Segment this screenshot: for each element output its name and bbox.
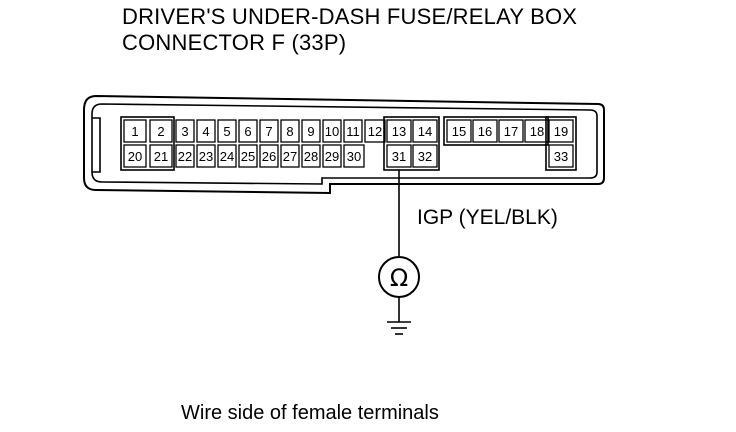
pin-27-cell <box>280 144 300 168</box>
pin-1-label: 1 <box>131 124 138 139</box>
pin-15-label: 15 <box>452 124 466 139</box>
pin-26-cell <box>259 144 279 168</box>
pin-30-cell <box>343 144 365 168</box>
pin-19-cell <box>548 119 574 143</box>
pin-12-label: 12 <box>368 124 382 139</box>
pin-13-cell <box>386 119 412 143</box>
pin-20-cell <box>123 144 147 168</box>
pin-25-cell <box>238 144 258 168</box>
pin-6-label: 6 <box>244 124 251 139</box>
pin-33-cell <box>548 144 574 168</box>
pin-group-left <box>120 116 175 171</box>
connector-housing <box>83 94 605 195</box>
pin-31-cell <box>386 144 412 168</box>
pin-14-label: 14 <box>418 124 432 139</box>
pin-15-cell <box>446 119 472 143</box>
diagram-title-line2: CONNECTOR F (33P) <box>122 30 347 55</box>
pin-26-label: 26 <box>262 149 276 164</box>
diagram-title-line1: DRIVER'S UNDER-DASH FUSE/RELAY BOX <box>122 4 578 29</box>
pin-28-label: 28 <box>304 149 318 164</box>
pin-16-cell <box>472 119 498 143</box>
pin-11-cell <box>343 119 363 143</box>
pin-2-cell <box>149 119 173 143</box>
pin-27-label: 27 <box>283 149 297 164</box>
diagram-caption: Wire side of female terminals <box>181 402 439 424</box>
pin-group-right <box>545 116 577 171</box>
pin-2-label: 2 <box>157 124 164 139</box>
pin-4-cell <box>196 119 216 143</box>
pin-group-top-right <box>443 116 549 146</box>
connector-housing-inner <box>91 103 598 185</box>
pin-7-label: 7 <box>265 124 272 139</box>
pin-23-cell <box>196 144 216 168</box>
pin-22-cell <box>175 144 195 168</box>
pin-3-cell <box>175 119 195 143</box>
pin-24-cell <box>217 144 237 168</box>
pin-14-cell <box>412 119 438 143</box>
pin-22-label: 22 <box>178 149 192 164</box>
pin-33-label: 33 <box>554 149 568 164</box>
pin-9-cell <box>301 119 321 143</box>
pin-11-label: 11 <box>346 124 360 139</box>
pin-9-label: 9 <box>307 124 314 139</box>
ohm-symbol: Ω <box>390 264 408 292</box>
pin-30-label: 30 <box>347 149 361 164</box>
pin-10-label: 10 <box>325 124 339 139</box>
pin-7-cell <box>259 119 279 143</box>
pin-23-label: 23 <box>199 149 213 164</box>
pin-21-label: 21 <box>154 149 168 164</box>
pin-25-label: 25 <box>241 149 255 164</box>
wire-label: IGP (YEL/BLK) <box>417 206 558 229</box>
pin-5-label: 5 <box>223 124 230 139</box>
pin-8-label: 8 <box>286 124 293 139</box>
pin-24-label: 24 <box>220 149 234 164</box>
connector-latch <box>92 117 101 173</box>
ground-icon <box>387 321 411 335</box>
pin-5-cell <box>217 119 237 143</box>
pin-19-label: 19 <box>554 124 568 139</box>
pin-12-cell <box>364 119 386 143</box>
pin-32-cell <box>412 144 438 168</box>
pin-13-label: 13 <box>392 124 406 139</box>
pin-4-label: 4 <box>202 124 209 139</box>
pin-32-label: 32 <box>418 149 432 164</box>
pin-29-cell <box>322 144 342 168</box>
pin-18-label: 18 <box>530 124 544 139</box>
pin-1-cell <box>123 119 147 143</box>
pin-17-cell <box>498 119 524 143</box>
pin-31-label: 31 <box>392 149 406 164</box>
pin-17-label: 17 <box>504 124 518 139</box>
pin-8-cell <box>280 119 300 143</box>
pin-3-label: 3 <box>181 124 188 139</box>
pin-21-cell <box>149 144 173 168</box>
pin-28-cell <box>301 144 321 168</box>
pin-29-label: 29 <box>325 149 339 164</box>
pin-20-label: 20 <box>128 149 142 164</box>
pin-16-label: 16 <box>478 124 492 139</box>
pin-10-cell <box>322 119 342 143</box>
pin-group-center <box>383 116 440 171</box>
pin-6-cell <box>238 119 258 143</box>
